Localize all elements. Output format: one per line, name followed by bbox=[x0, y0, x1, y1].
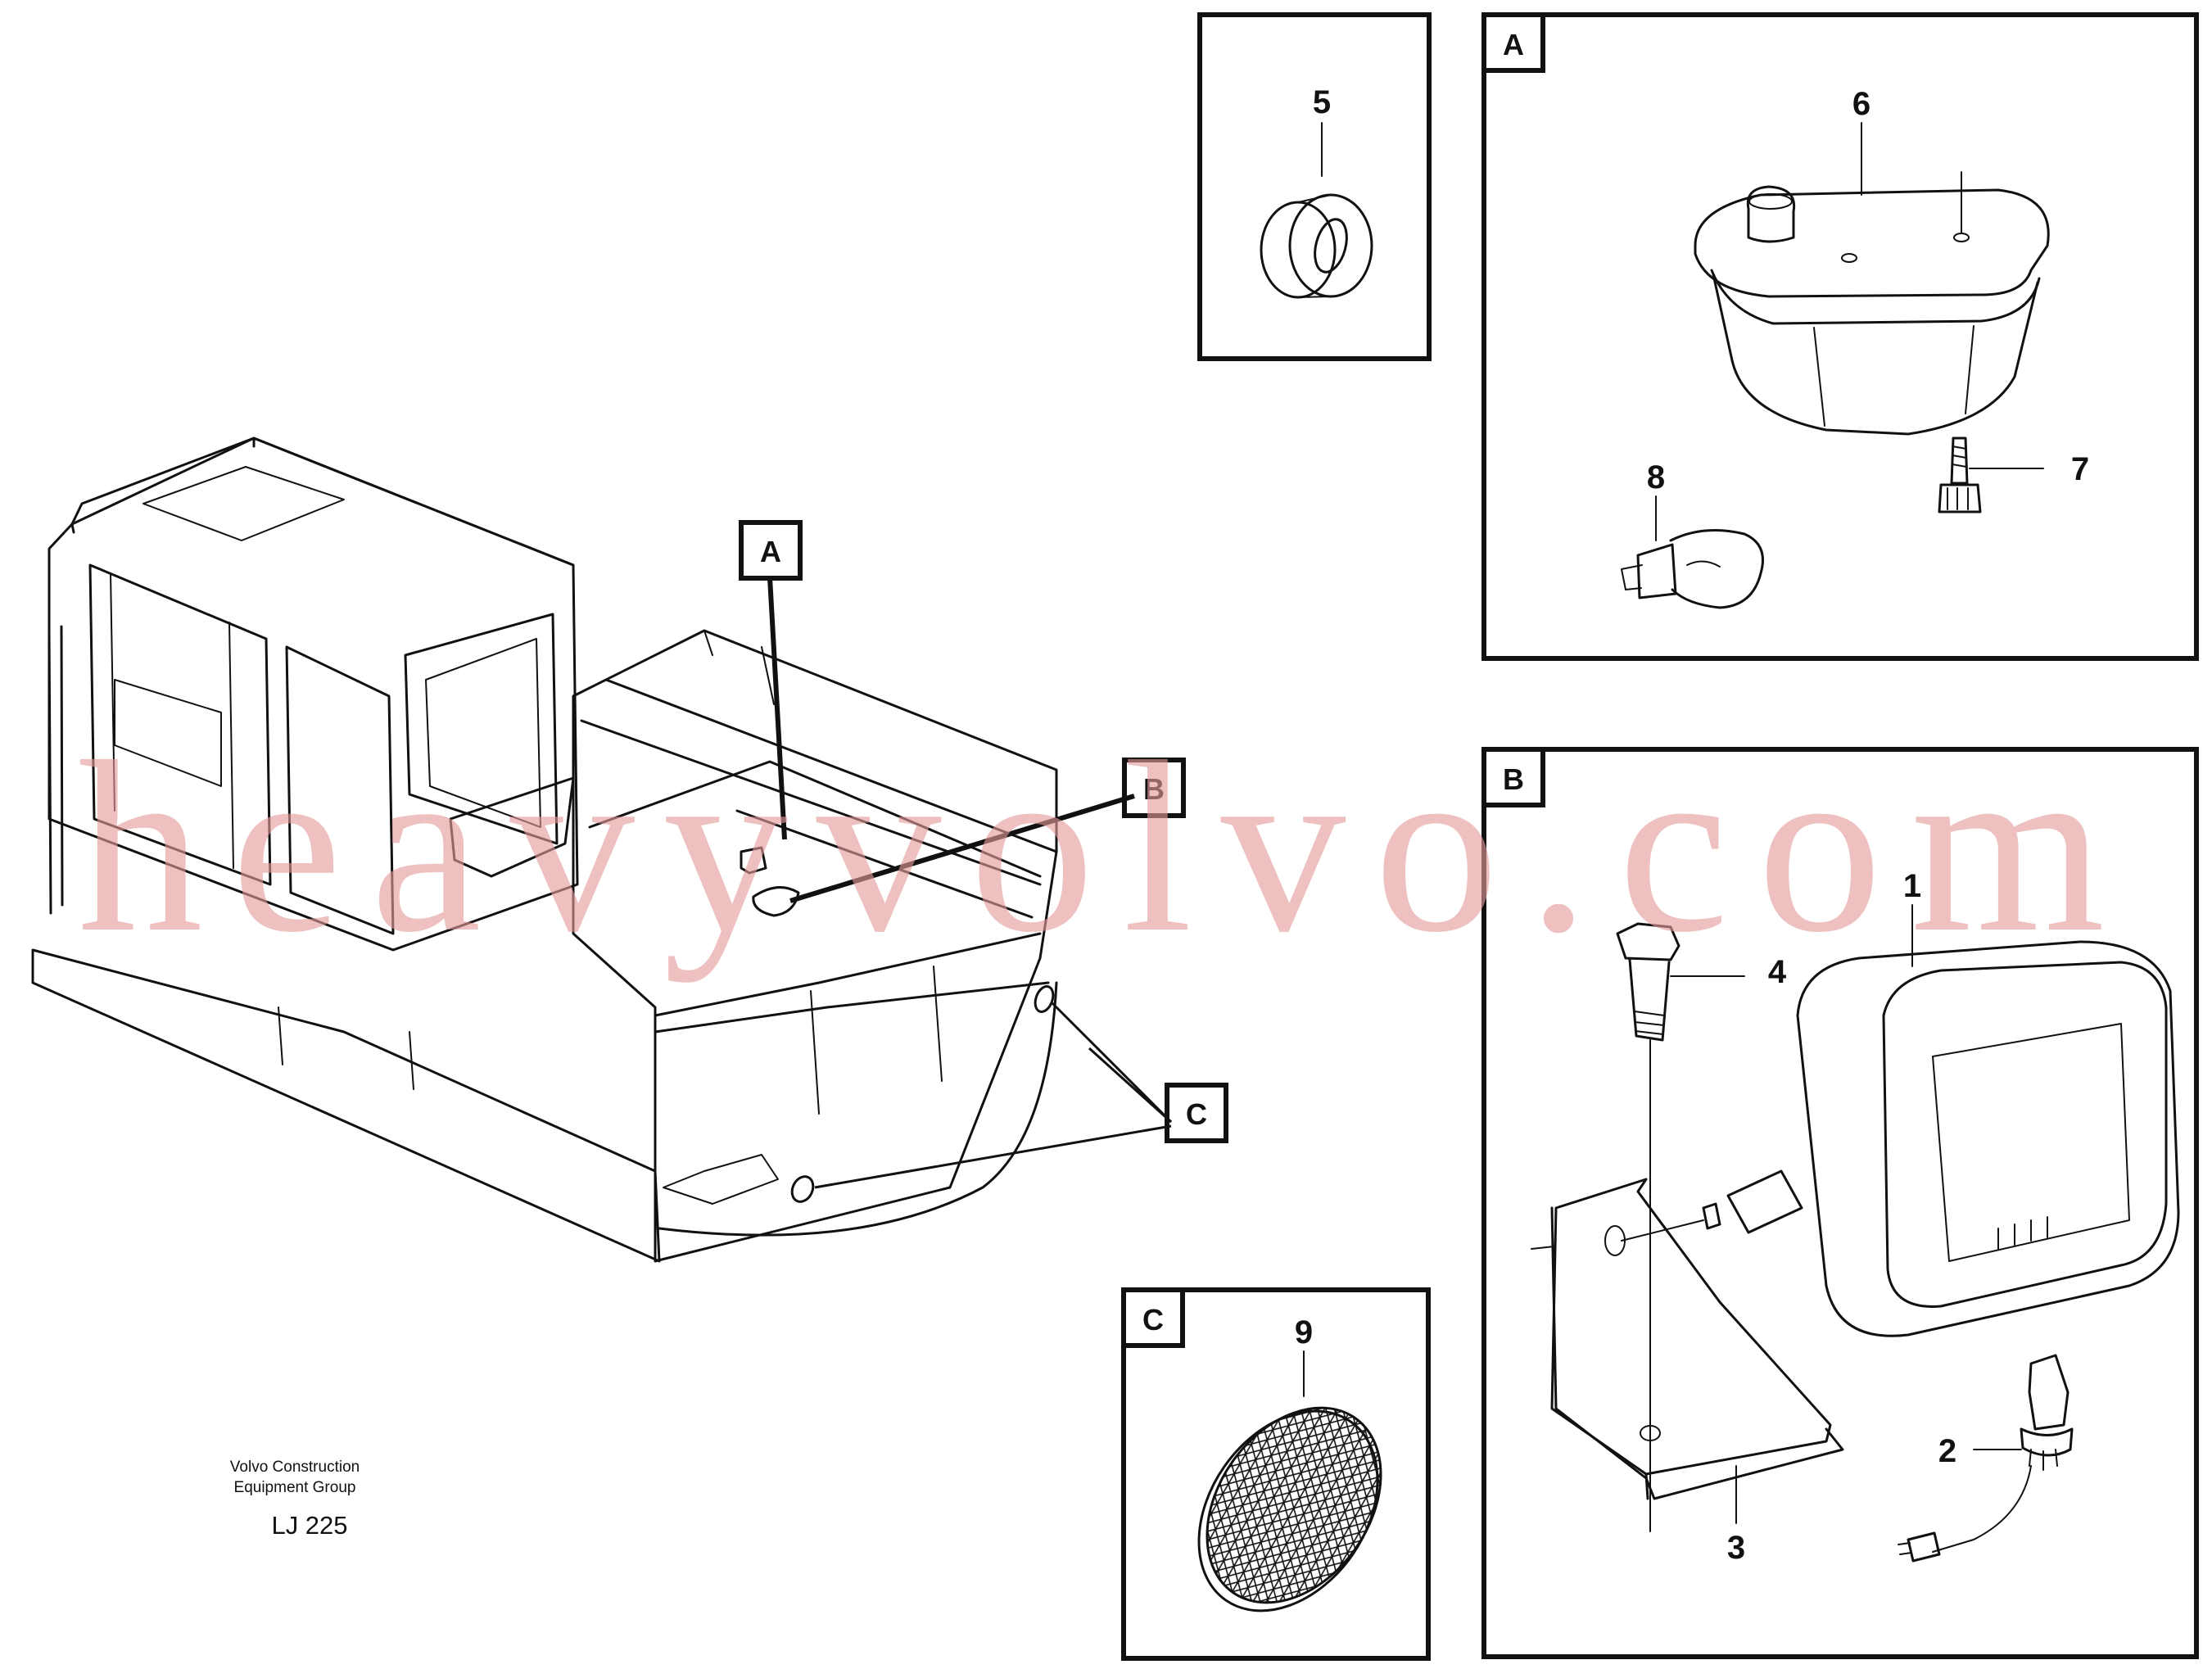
drawing-code: LJ 225 bbox=[271, 1511, 347, 1540]
main-callout-c: C bbox=[1165, 1083, 1228, 1143]
part-1-number: 1 bbox=[1903, 868, 1921, 904]
panel-a-tag: A bbox=[1503, 28, 1524, 61]
watermark-text: heavyvolvo.com bbox=[78, 711, 2133, 984]
part-7-number: 7 bbox=[2071, 451, 2089, 487]
panel-b-tag: B bbox=[1503, 762, 1524, 796]
part-8-number: 8 bbox=[1647, 459, 1665, 495]
caption-line-1: Volvo Construction bbox=[230, 1459, 360, 1476]
marker-lamp-a bbox=[740, 846, 767, 875]
main-callout-a: A bbox=[739, 520, 803, 581]
part-2-number: 2 bbox=[1938, 1433, 1956, 1469]
part-9-number: 9 bbox=[1295, 1314, 1313, 1350]
bulb-part bbox=[1621, 529, 1764, 609]
part-4-number: 4 bbox=[1768, 954, 1787, 990]
excavator-upper-structure bbox=[31, 436, 1058, 1263]
reflector-part bbox=[1171, 1376, 1417, 1636]
bulb-socket-part bbox=[1898, 1354, 2074, 1563]
panel-c: C 9 bbox=[1121, 1287, 1431, 1661]
main-callout-b: B bbox=[1122, 758, 1186, 818]
part-6-number: 6 bbox=[1852, 86, 1870, 122]
bolt-part bbox=[1616, 922, 1680, 1532]
panel-grommet: 5 bbox=[1197, 12, 1432, 361]
panel-c-tag: C bbox=[1142, 1303, 1164, 1337]
main-callout-b-label: B bbox=[1143, 772, 1165, 806]
panel-b: B 1 4 3 bbox=[1481, 747, 2199, 1659]
main-callout-c-label: C bbox=[1186, 1097, 1207, 1131]
publisher-caption: Volvo Construction Equipment Group LJ 22… bbox=[230, 1459, 360, 1540]
bracket-part bbox=[1531, 1178, 1844, 1500]
marker-lamp-part bbox=[1694, 171, 2050, 436]
main-callout-a-label: A bbox=[760, 535, 781, 568]
part-3-number: 3 bbox=[1727, 1530, 1745, 1566]
screw-part bbox=[1938, 436, 1982, 513]
main-leaders bbox=[767, 577, 1173, 1189]
grommet-part bbox=[1260, 193, 1373, 299]
part-5-number: 5 bbox=[1313, 84, 1331, 120]
work-lamp-part bbox=[1702, 940, 2180, 1337]
caption-line-2: Equipment Group bbox=[234, 1479, 356, 1496]
panel-a: A 6 7 8 bbox=[1481, 12, 2199, 661]
